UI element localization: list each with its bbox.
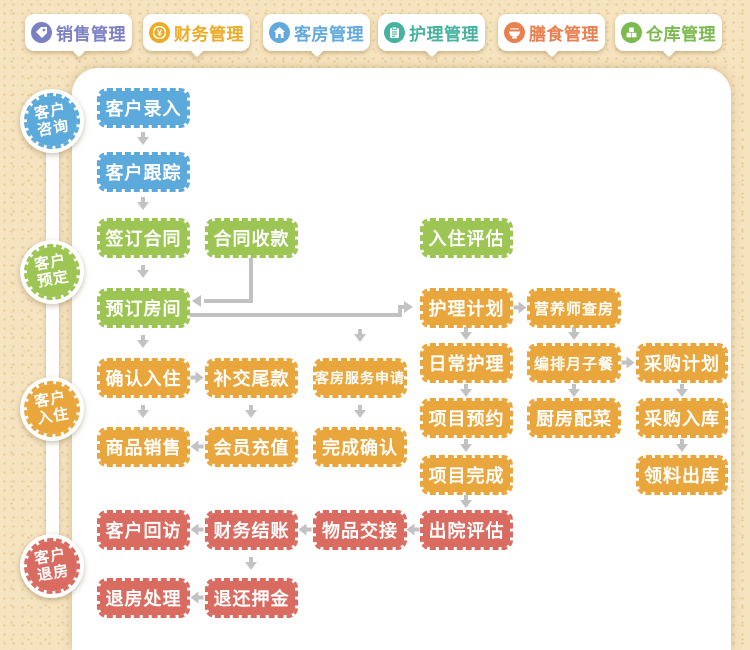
flow-node[interactable]: 确认入住 [97,358,190,398]
flow-arrow-down [676,384,688,397]
flow-node[interactable]: 客户跟踪 [97,152,190,192]
flow-arrow-left [299,524,312,536]
flow-arrow-down [137,132,149,145]
flow-node[interactable]: 财务结账 [205,510,298,550]
flow-arrow-down [676,439,688,452]
tab-warehouse[interactable]: 仓库管理 [615,14,722,58]
flow-node[interactable]: 退房处理 [97,578,190,618]
tab-meals[interactable]: 膳食管理 [498,14,605,58]
flow-arrow-right [622,357,635,369]
flow-arrow-left [191,592,204,604]
flow-arrow-down [460,327,472,340]
tag-icon [31,22,52,43]
connector-line [398,305,402,317]
flow-node[interactable]: 合同收款 [205,218,298,258]
flow-node[interactable]: 签订合同 [97,218,190,258]
flow-arrow-down [354,405,366,418]
flow-node[interactable]: 日常护理 [420,343,513,383]
flow-arrow-down [137,265,149,278]
tab-label: 膳食管理 [529,25,599,44]
flow-arrow-down [460,495,472,508]
connector-arrowhead [404,301,413,313]
clipboard-icon [384,22,405,43]
flow-node[interactable]: 预订房间 [97,288,190,328]
yen-coin-icon: ¥ [149,22,170,43]
connector-line [190,313,402,317]
tab-label: 财务管理 [174,25,244,44]
flow-arrow-down [137,197,149,210]
flow-node[interactable]: 物品交接 [313,510,407,550]
flow-node[interactable]: 商品销售 [97,427,190,467]
flow-arrow-down [568,384,580,397]
flow-node[interactable]: 营养师查房 [527,288,621,328]
tab-label: 护理管理 [409,25,479,44]
flow-node[interactable]: 厨房配菜 [527,398,621,438]
flow-node[interactable]: 退还押金 [205,578,298,618]
flow-node[interactable]: 补交尾款 [205,358,298,398]
rice-bowl-icon [504,22,525,43]
flow-node[interactable]: 客房服务申请 [313,358,407,398]
flow-arrow-left [191,524,204,536]
flow-arrow-down [568,327,580,340]
connector-line [249,258,253,303]
flow-node[interactable]: 项目预约 [420,398,513,438]
tab-sales[interactable]: 销售管理 [25,14,132,58]
tab-label: 客房管理 [294,25,364,44]
tab-label: 销售管理 [56,25,126,44]
boxes-icon [621,22,642,43]
flow-node[interactable]: 护理计划 [420,288,513,328]
module-tabs: 销售管理 ¥ 财务管理 客房管理 护理管理 [0,0,750,70]
flow-node[interactable]: 出院评估 [420,510,513,550]
tab-label: 仓库管理 [646,25,716,44]
flow-node[interactable]: 采购入库 [636,398,728,438]
flow-arrow-down [460,439,472,452]
flow-arrow-down [245,405,257,418]
flow-node[interactable]: 客户回访 [97,510,190,550]
flow-arrow-right [191,372,204,384]
stage-badge: 客户咨询 [19,88,85,154]
flow-arrow-right [514,302,527,314]
flow-node[interactable]: 入住评估 [420,218,513,258]
flow-node[interactable]: 会员充值 [205,427,298,467]
flow-arrow-down [354,329,366,342]
stage-badge: 客户入住 [19,376,85,442]
connector-line [204,299,253,303]
flow-arrow-down [460,384,472,397]
tab-nursing[interactable]: 护理管理 [378,14,485,58]
tab-finance[interactable]: ¥ 财务管理 [143,14,250,58]
svg-text:¥: ¥ [157,28,162,38]
connector-line [398,305,408,309]
flow-node[interactable]: 编排月子餐 [527,343,621,383]
flow-arrow-down [137,335,149,348]
tab-rooms[interactable]: 客房管理 [263,14,370,58]
house-icon [269,22,290,43]
flow-node[interactable]: 项目完成 [420,455,513,495]
flow-node[interactable]: 完成确认 [313,427,407,467]
flow-arrow-down [245,557,257,570]
flow-arrow-down [137,405,149,418]
flow-arrow-left [191,441,204,453]
stage-badge: 客户预定 [19,239,85,305]
connector-arrowhead [192,295,201,307]
stage-rail [46,121,59,566]
flow-node[interactable]: 采购计划 [636,343,728,383]
flow-node[interactable]: 领料出库 [636,455,728,495]
flow-node[interactable]: 客户录入 [97,88,190,128]
stage-badge: 客户退房 [19,533,85,599]
flow-arrow-left [407,524,420,536]
